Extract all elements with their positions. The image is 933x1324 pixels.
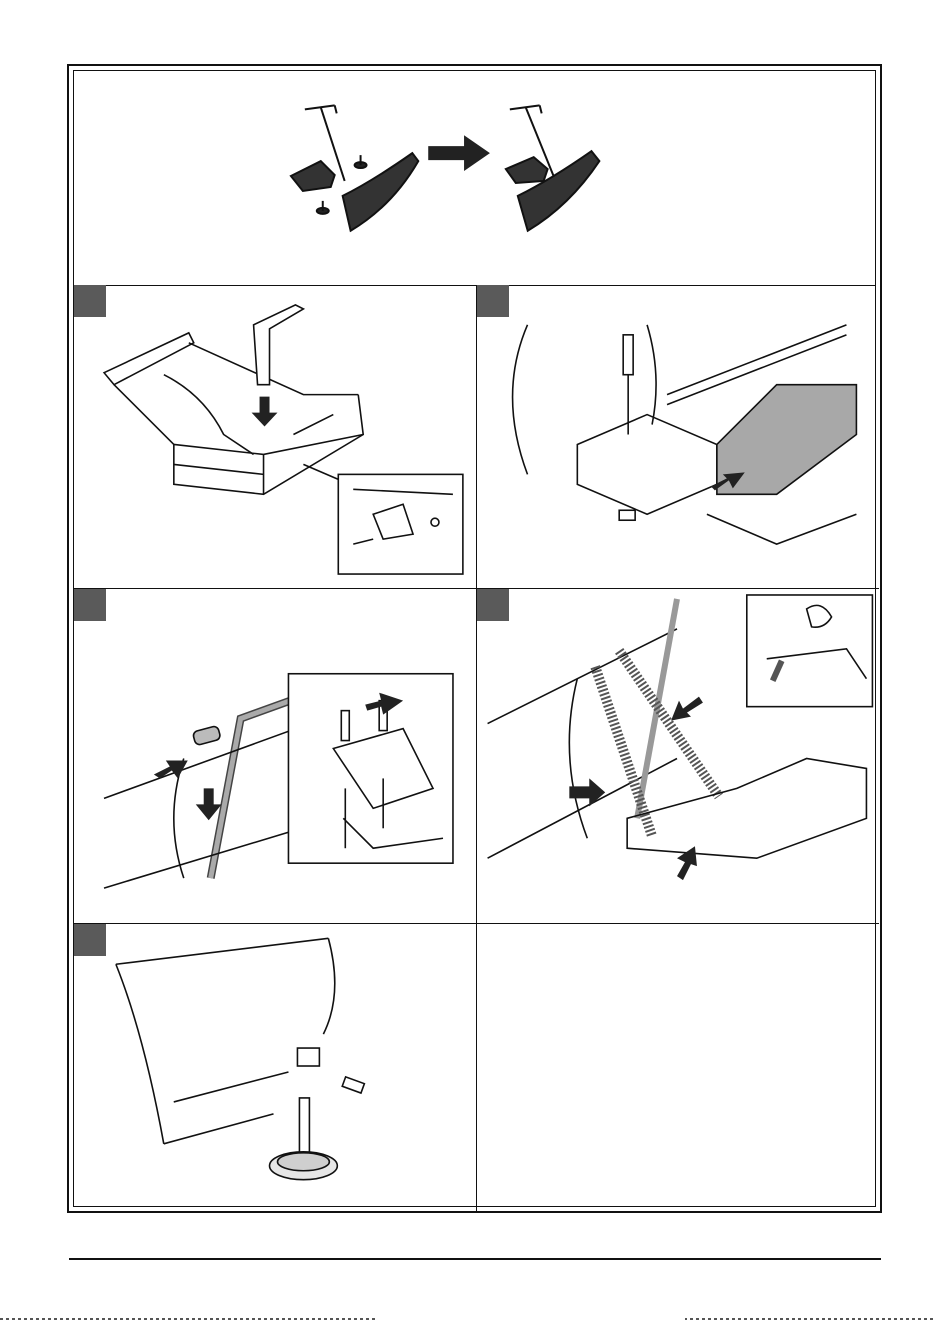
overview-parts-after [506,105,600,230]
step-3-panel [74,589,477,924]
step-4-panel [477,589,879,924]
arrow-down-icon [196,788,222,820]
arrow-right-icon [428,135,490,171]
step-4-illustration [477,589,879,923]
arrow-diagonal-icon [671,697,703,721]
spring-icon [619,651,719,797]
page-edge-strip [0,1318,933,1320]
step-5-illustration [74,924,476,1212]
step-2-panel [477,285,879,589]
step-2-illustration [477,285,879,588]
overview-panel [74,71,875,286]
overview-parts-before [291,105,418,230]
empty-panel [477,924,879,1212]
step-1-illustration [74,285,476,588]
step-1-panel [74,285,477,589]
step-5-panel [74,924,477,1212]
footer-rule [69,1258,881,1260]
arrow-diagonal-icon [154,760,188,778]
arrow-diagonal-icon [677,846,697,880]
figure-frame [67,64,882,1213]
overview-illustration [74,71,875,285]
figure-inner-frame [73,70,876,1207]
arrow-right-icon [569,778,605,806]
step-3-illustration [74,589,476,923]
arrow-down-icon [252,397,278,427]
